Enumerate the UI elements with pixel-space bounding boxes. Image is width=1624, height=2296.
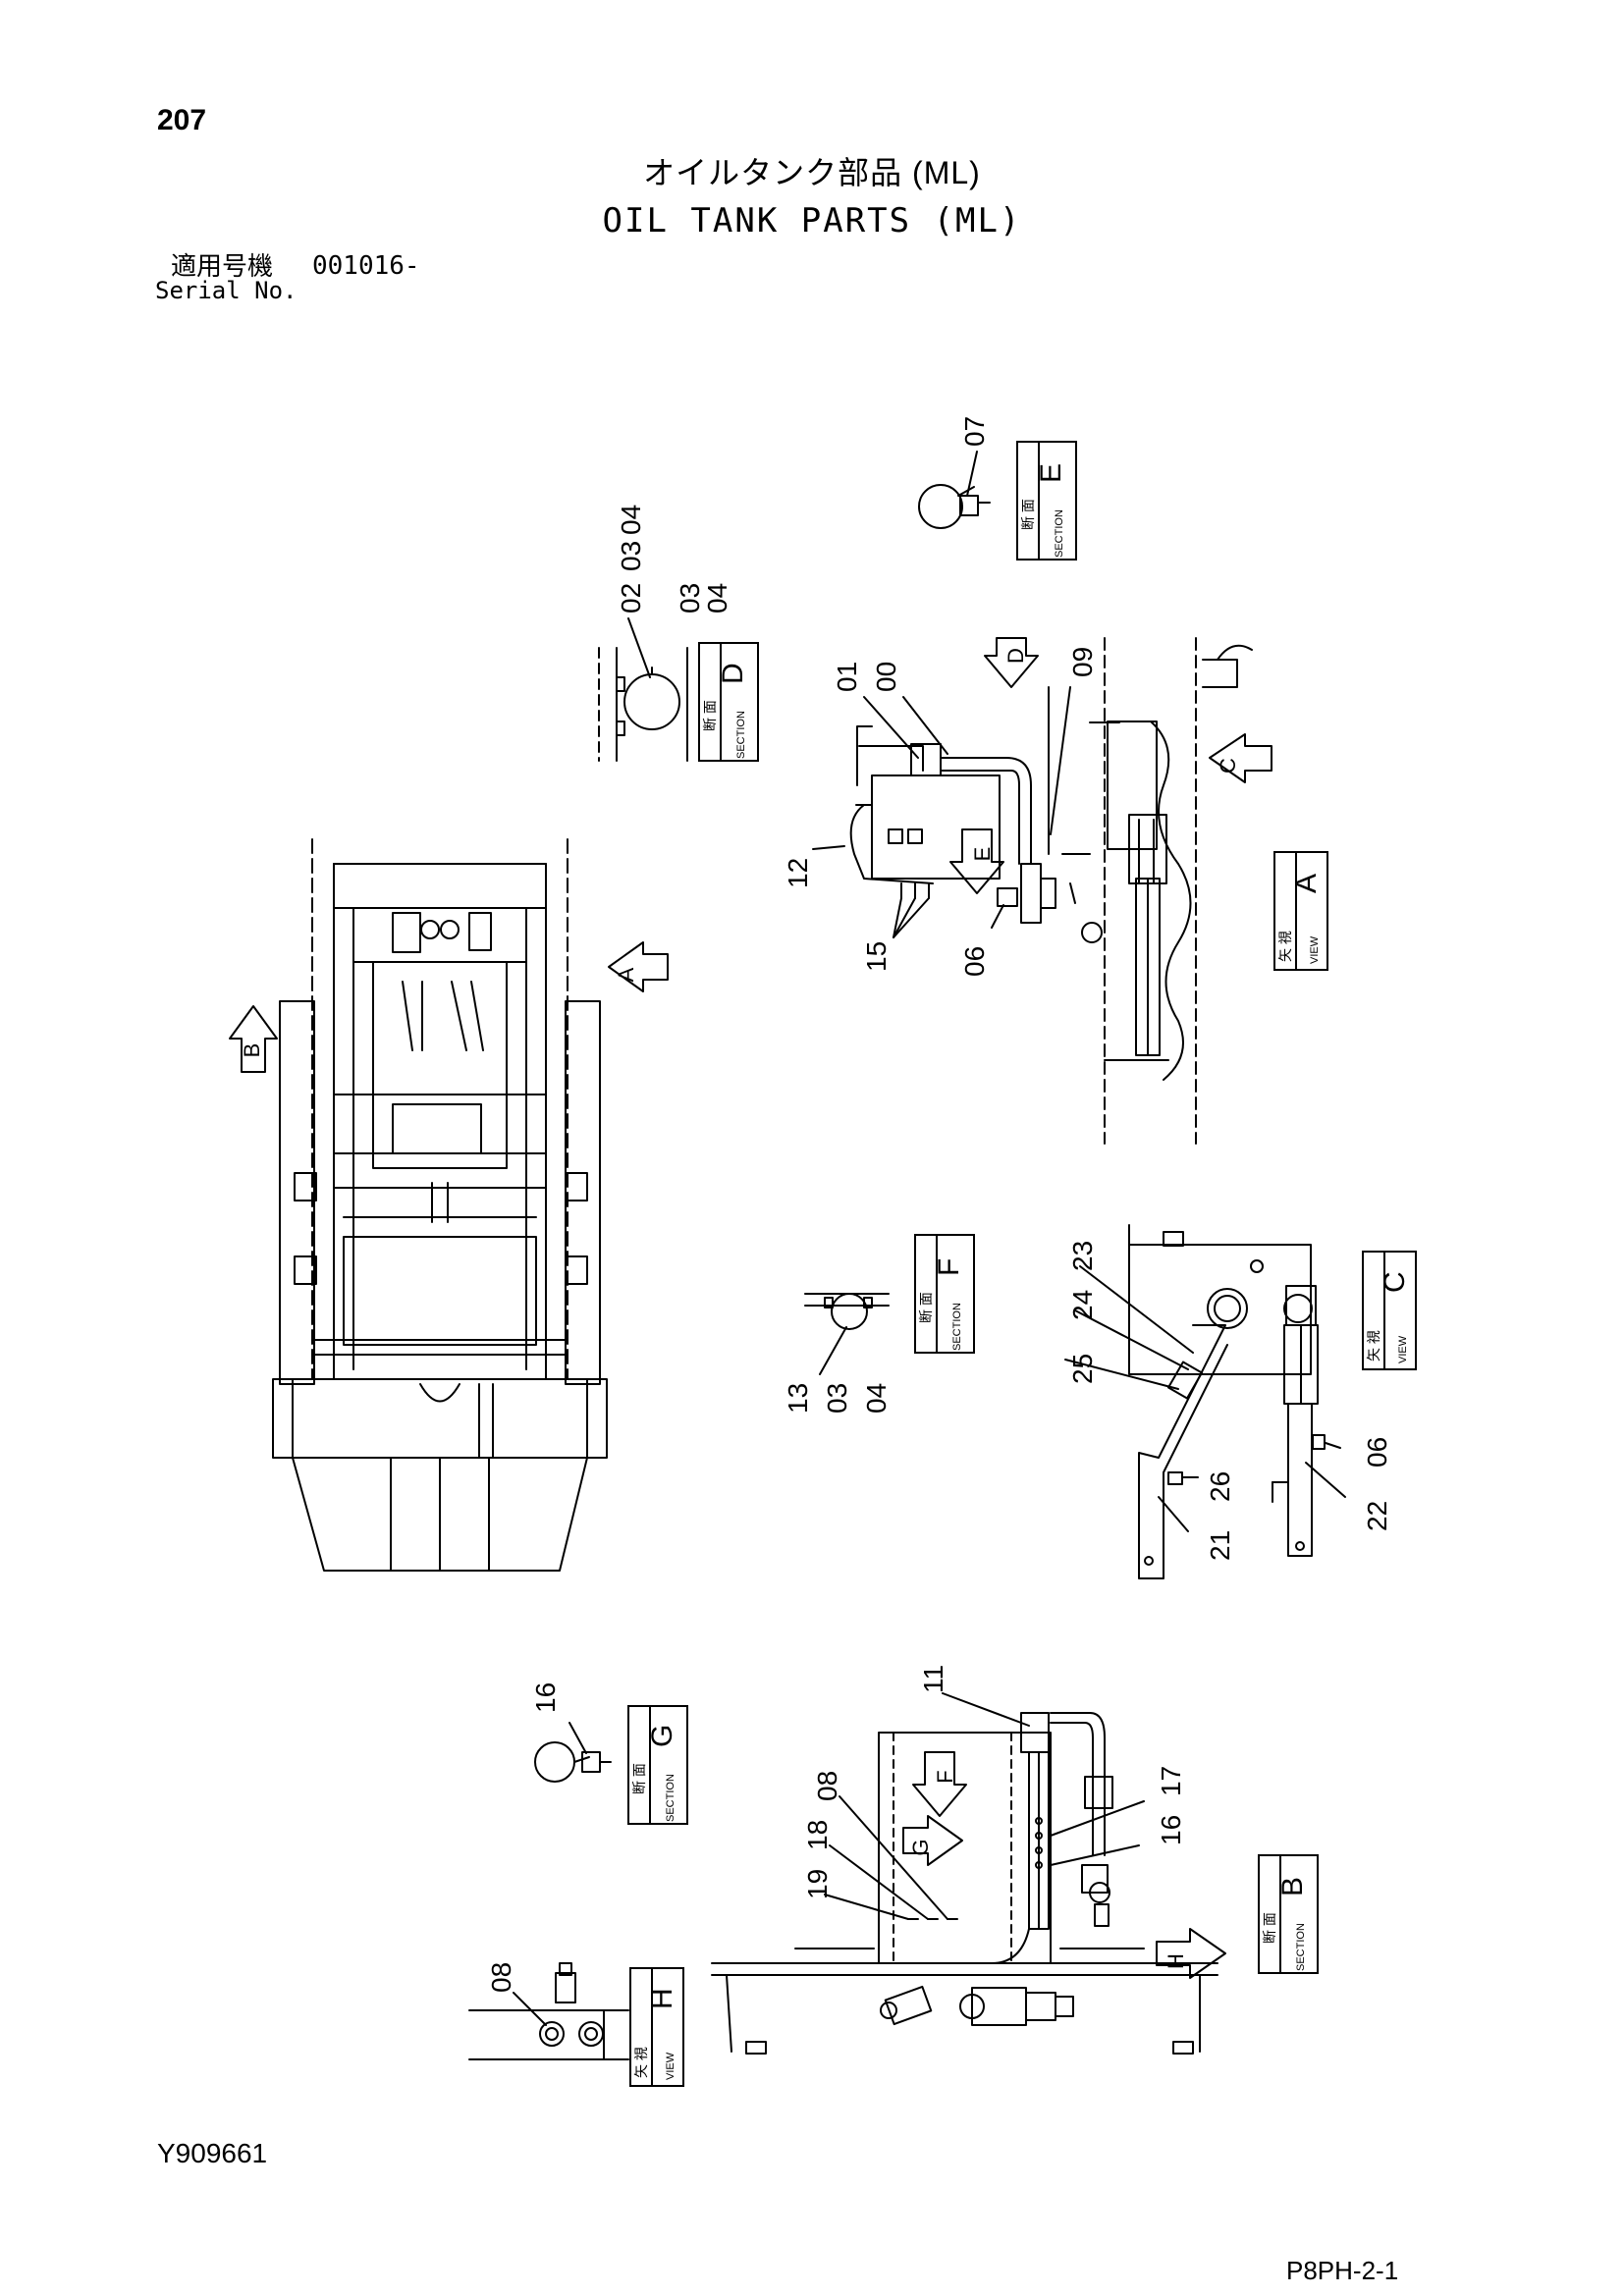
callout-08-b: 08 — [812, 1771, 842, 1801]
drawing-code: Y909661 — [157, 2138, 268, 2168]
callout-18: 18 — [802, 1820, 833, 1850]
box-d-kanji: 断 面 — [702, 700, 718, 731]
callout-06-c: 06 — [1362, 1437, 1392, 1468]
box-e-kanji: 断 面 — [1020, 499, 1036, 530]
section-f-detail — [804, 1293, 890, 1375]
callout-21: 21 — [1205, 1530, 1235, 1561]
callout-03-f: 03 — [822, 1383, 852, 1414]
arrow-letter-h: H — [1164, 1953, 1188, 1969]
label-box-section-e: 断 面 SECTION E — [1016, 441, 1077, 561]
box-a-letter: A — [1290, 874, 1323, 893]
box-g-type: SECTION — [665, 1774, 677, 1822]
arrow-letter-e: E — [970, 847, 995, 862]
box-b-kanji: 断 面 — [1262, 1912, 1277, 1944]
box-e-type: SECTION — [1054, 509, 1065, 558]
callout-02: 02 — [616, 583, 646, 614]
view-arrows — [229, 637, 1272, 1979]
callout-23: 23 — [1067, 1241, 1098, 1271]
callout-08-h: 08 — [486, 1962, 516, 1993]
section-g-detail — [534, 1722, 612, 1783]
label-box-section-b: 断 面 SECTION B — [1258, 1854, 1319, 1974]
callout-01: 01 — [832, 662, 862, 692]
arrow-letter-d: D — [1003, 648, 1028, 664]
label-box-view-a: 矢 視 VIEW A — [1273, 851, 1328, 971]
label-box-view-c: 矢 視 VIEW C — [1362, 1251, 1417, 1370]
box-b-type: SECTION — [1295, 1923, 1307, 1971]
machine-top-view — [272, 838, 608, 1572]
view-a-detail — [812, 637, 1253, 1145]
box-b-letter: B — [1276, 1877, 1309, 1896]
box-c-kanji: 矢 視 — [1366, 1330, 1381, 1362]
callout-22: 22 — [1362, 1501, 1392, 1531]
box-c-letter: C — [1379, 1271, 1411, 1293]
serial-value: 001016- — [312, 251, 420, 281]
page-title-jp: オイルタンク部品 (ML) — [643, 155, 981, 190]
serial-label-en: Serial No. — [155, 277, 298, 304]
callout-06-a: 06 — [959, 946, 990, 977]
view-c-detail — [1064, 1224, 1346, 1579]
callout-12: 12 — [783, 858, 813, 888]
label-box-section-g: 断 面 SECTION G — [627, 1705, 688, 1825]
serial-label-jp: 適用号機 — [171, 251, 274, 281]
callout-16-g: 16 — [530, 1682, 561, 1713]
box-d-type: SECTION — [735, 711, 747, 759]
box-h-letter: H — [646, 1988, 678, 2009]
box-d-letter: D — [717, 663, 749, 684]
callout-11: 11 — [918, 1665, 948, 1693]
callout-19: 19 — [802, 1869, 833, 1899]
arrow-letter-a: A — [614, 967, 638, 982]
callout-07: 07 — [959, 416, 990, 447]
label-boxes: 断 面 SECTION E 断 面 SECTION D 矢 視 VIEW A 断… — [627, 441, 1417, 2087]
callout-03-d2: 03 — [675, 583, 705, 614]
label-box-section-f: 断 面 SECTION F — [914, 1234, 975, 1354]
arrow-letter-g: G — [908, 1839, 933, 1855]
callout-13: 13 — [783, 1383, 813, 1414]
callout-25: 25 — [1067, 1354, 1098, 1384]
callout-17: 17 — [1156, 1766, 1186, 1796]
page-number: 207 — [157, 104, 207, 136]
arrow-letter-b: B — [240, 1043, 264, 1058]
section-e-detail — [918, 451, 991, 529]
page-reference: P8PH-2-1 — [1286, 2256, 1399, 2285]
callout-04-d2: 04 — [702, 583, 732, 614]
box-f-kanji: 断 面 — [918, 1292, 934, 1323]
arrow-letter-f: F — [933, 1770, 957, 1783]
callout-24: 24 — [1067, 1290, 1098, 1320]
view-h-detail — [468, 1962, 629, 2060]
box-a-kanji: 矢 視 — [1277, 931, 1293, 962]
callout-04-d: 04 — [616, 505, 646, 535]
arrow-letter-c: C — [1216, 758, 1240, 774]
box-f-type: SECTION — [951, 1303, 963, 1351]
box-h-kanji: 矢 視 — [633, 2047, 649, 2078]
label-box-section-d: 断 面 SECTION D — [698, 642, 759, 762]
callout-26: 26 — [1205, 1471, 1235, 1502]
box-c-type: VIEW — [1397, 1335, 1409, 1363]
box-e-letter: E — [1035, 463, 1067, 483]
arrow-letters: A B C D E F G H — [240, 648, 1240, 1969]
box-g-letter: G — [646, 1725, 678, 1747]
section-b-detail — [711, 1692, 1218, 2055]
callout-00: 00 — [871, 662, 901, 692]
page-title-en: OIL TANK PARTS (ML) — [602, 201, 1022, 240]
box-f-letter: F — [933, 1258, 965, 1276]
box-h-type: VIEW — [665, 2052, 677, 2080]
callout-16-b: 16 — [1156, 1815, 1186, 1845]
section-d-detail — [598, 617, 688, 762]
callout-03-d: 03 — [616, 541, 646, 571]
label-box-view-h: 矢 視 VIEW H — [629, 1967, 684, 2087]
callout-04-f: 04 — [861, 1383, 892, 1414]
callout-15: 15 — [861, 941, 892, 972]
box-g-kanji: 断 面 — [631, 1763, 647, 1794]
callouts: 07 02 03 04 03 04 01 00 09 12 15 06 13 0… — [486, 416, 1392, 1993]
callout-09: 09 — [1067, 647, 1098, 677]
box-a-type: VIEW — [1309, 935, 1321, 964]
